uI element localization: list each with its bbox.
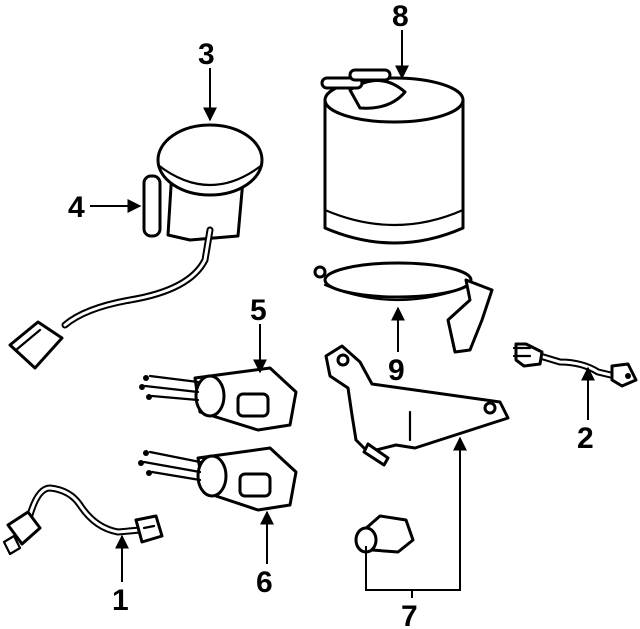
part-7-bracket [324,344,510,467]
part-5-connector [139,366,298,432]
callout-7: 7 [401,600,418,629]
part-2-sensor [512,342,638,388]
callout-8: 8 [392,0,409,33]
callout-5: 5 [250,294,267,327]
part-7-bushing [354,514,415,554]
part-6-connector [138,446,298,512]
part-4-pad [142,174,162,238]
callout-9: 9 [388,354,405,387]
callout-1: 1 [112,584,129,617]
callout-2: 2 [577,422,594,455]
part-3-sensor-module [8,123,264,370]
callout-3: 3 [198,38,215,71]
part-9-band-clamp [313,261,494,354]
part-1-sensor [2,484,164,556]
callout-4: 4 [68,191,85,224]
leader-lines [90,30,595,598]
part-8-canister [320,68,465,245]
callout-6: 6 [256,566,273,599]
